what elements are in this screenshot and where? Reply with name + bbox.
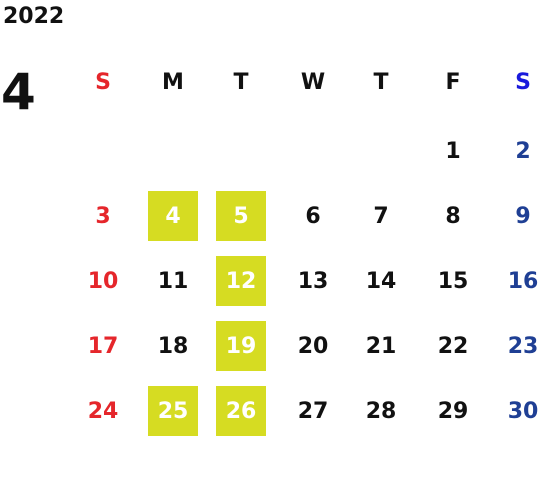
- day-cell: 15: [437, 268, 469, 294]
- weekday-header: T: [233, 69, 249, 95]
- day-cell: 30: [507, 398, 539, 424]
- day-cell: 24: [87, 398, 119, 424]
- day-cell: 23: [507, 333, 539, 359]
- day-cell: 27: [297, 398, 329, 424]
- weekday-header: S: [515, 69, 531, 95]
- day-cell: 8: [445, 203, 461, 229]
- day-cell: 10: [87, 268, 119, 294]
- day-cell: 2: [515, 138, 531, 164]
- calendar-month: 4: [1, 63, 36, 121]
- highlighted-day-cell: 25: [148, 386, 198, 436]
- highlighted-day-cell: 4: [148, 191, 198, 241]
- day-cell: 11: [157, 268, 189, 294]
- day-cell: 9: [515, 203, 531, 229]
- highlighted-day-cell: 26: [216, 386, 266, 436]
- day-cell: 6: [305, 203, 321, 229]
- day-cell: 7: [373, 203, 389, 229]
- weekday-header: M: [162, 69, 184, 95]
- highlighted-day-cell: 5: [216, 191, 266, 241]
- day-cell: 21: [365, 333, 397, 359]
- day-cell: 13: [297, 268, 329, 294]
- day-cell: 22: [437, 333, 469, 359]
- day-cell: 18: [157, 333, 189, 359]
- day-cell: 1: [445, 138, 461, 164]
- day-cell: 28: [365, 398, 397, 424]
- weekday-header: F: [445, 69, 461, 95]
- day-cell: 29: [437, 398, 469, 424]
- highlighted-day-cell: 12: [216, 256, 266, 306]
- weekday-header: T: [373, 69, 389, 95]
- weekday-header: W: [300, 69, 326, 95]
- day-cell: 3: [95, 203, 111, 229]
- day-cell: 17: [87, 333, 119, 359]
- weekday-header: S: [95, 69, 111, 95]
- day-cell: 16: [507, 268, 539, 294]
- day-cell: 14: [365, 268, 397, 294]
- highlighted-day-cell: 19: [216, 321, 266, 371]
- calendar-year: 2022: [3, 4, 65, 29]
- day-cell: 20: [297, 333, 329, 359]
